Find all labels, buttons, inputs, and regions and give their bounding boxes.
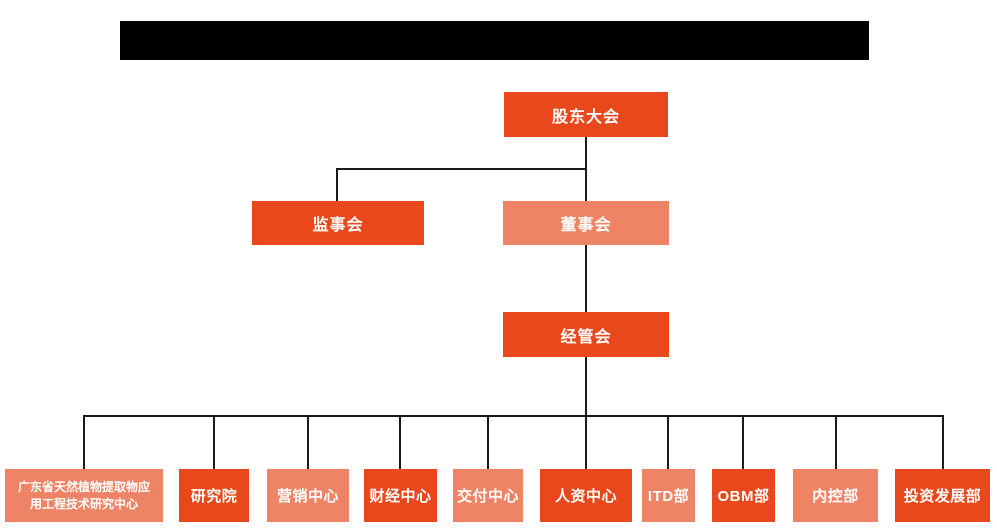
- connector-board-to-management: [585, 245, 587, 312]
- connector-drop-delivery-center: [487, 415, 489, 469]
- org-node-itd-department: ITD部: [642, 469, 695, 522]
- connector-drop-investment-development: [942, 415, 944, 469]
- org-node-gd-natural-plant-extract-research-center: 广东省天然植物提取物应用工程技术研究中心: [5, 469, 163, 522]
- org-node-supervisory-board: 监事会: [252, 201, 424, 245]
- connector-management-to-departments: [585, 357, 587, 469]
- org-node-hr-center: 人资中心: [540, 469, 632, 522]
- org-node-obm-department: OBM部: [712, 469, 775, 522]
- connector-drop-obm-department: [742, 415, 744, 469]
- connector-branch-horizontal-level2: [336, 168, 587, 170]
- redacted-title-bar: [120, 21, 869, 60]
- connector-drop-marketing-center: [307, 415, 309, 469]
- org-node-research-institute: 研究院: [179, 469, 249, 522]
- connector-branch-horizontal-level4: [83, 415, 944, 417]
- connector-drop-finance-center: [399, 415, 401, 469]
- org-node-investment-development-department: 投资发展部: [895, 469, 990, 522]
- connector-drop-research-center: [83, 415, 85, 469]
- connector-drop-research-institute: [213, 415, 215, 469]
- connector-drop-itd-department: [667, 415, 669, 469]
- org-node-management-committee: 经管会: [503, 312, 669, 357]
- connector-drop-supervisory-board: [336, 168, 338, 201]
- org-node-shareholders-meeting: 股东大会: [504, 92, 668, 137]
- org-node-delivery-center: 交付中心: [453, 469, 523, 522]
- connector-drop-internal-control: [835, 415, 837, 469]
- org-node-internal-control-department: 内控部: [793, 469, 878, 522]
- org-node-finance-center: 财经中心: [364, 469, 437, 522]
- org-node-marketing-center: 营销中心: [267, 469, 349, 522]
- org-node-board-of-directors: 董事会: [503, 201, 669, 245]
